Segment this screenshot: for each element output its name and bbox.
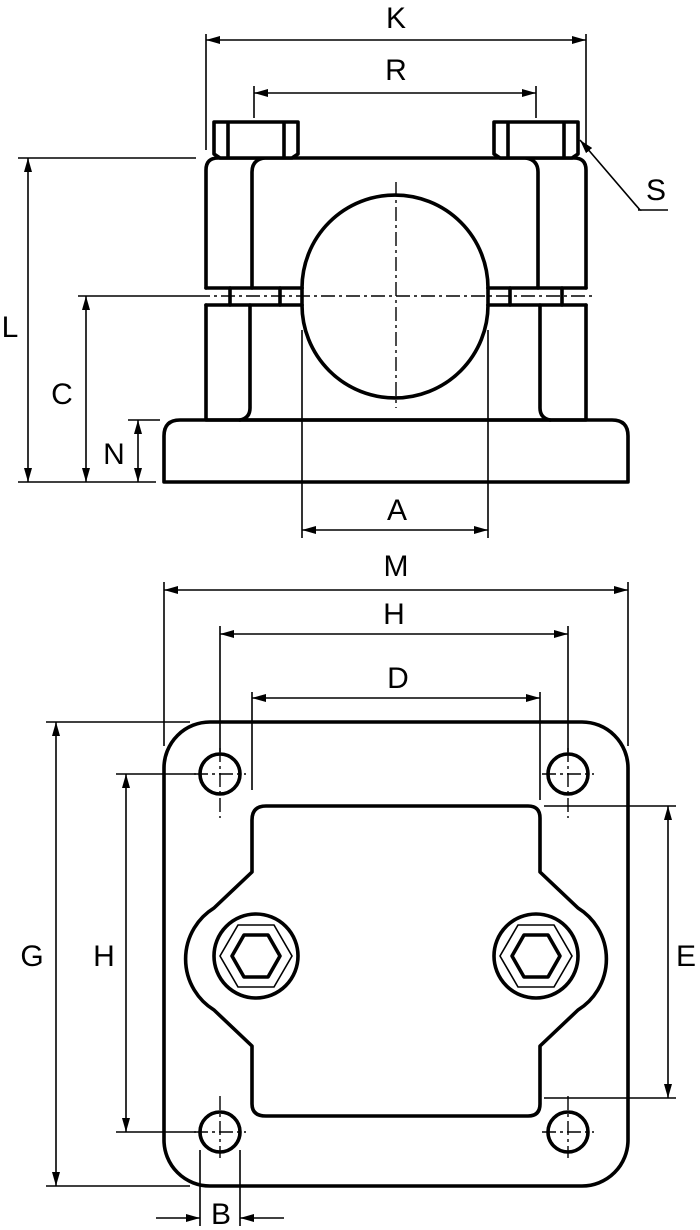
label-S: S xyxy=(646,174,666,207)
label-L: L xyxy=(2,311,19,344)
label-N: N xyxy=(103,438,125,471)
label-C: C xyxy=(51,378,73,411)
bolt-head-left xyxy=(212,120,300,160)
label-K: K xyxy=(386,2,406,35)
label-H-left: H xyxy=(93,940,115,973)
label-M: M xyxy=(384,550,409,583)
mounting-hole-top-right xyxy=(542,748,594,818)
upper-body-inner-line-left xyxy=(250,156,266,290)
mounting-hole-bottom-left xyxy=(194,1096,246,1158)
label-E: E xyxy=(676,940,696,973)
leader-S xyxy=(579,139,642,211)
lower-body-inner-line-left xyxy=(238,303,252,422)
top-view: M H D G H E B xyxy=(20,550,696,1230)
base-plate xyxy=(162,418,630,484)
clamp-outline xyxy=(183,804,609,1118)
mounting-hole-top-left xyxy=(194,748,246,818)
lower-body-inner-line-right xyxy=(538,303,552,422)
label-D: D xyxy=(387,662,409,695)
label-A: A xyxy=(387,494,407,527)
label-R: R xyxy=(385,54,407,87)
hex-bolt-left xyxy=(212,912,300,1000)
hex-bolt-right xyxy=(492,912,580,1000)
label-H-top: H xyxy=(383,598,405,631)
base-plate-outline xyxy=(162,720,630,1188)
pipe-bore-lower xyxy=(300,303,490,400)
label-B: B xyxy=(211,1198,231,1230)
lower-clamp-body xyxy=(204,303,588,422)
label-G: G xyxy=(20,940,43,973)
front-view: K R S L C N A xyxy=(2,2,668,538)
pipe-bore-upper xyxy=(300,193,490,290)
bolt-head-right xyxy=(492,120,580,160)
mounting-hole-bottom-right xyxy=(542,1096,594,1158)
upper-clamp-body xyxy=(204,156,588,290)
upper-body-inner-line-right xyxy=(524,156,540,290)
